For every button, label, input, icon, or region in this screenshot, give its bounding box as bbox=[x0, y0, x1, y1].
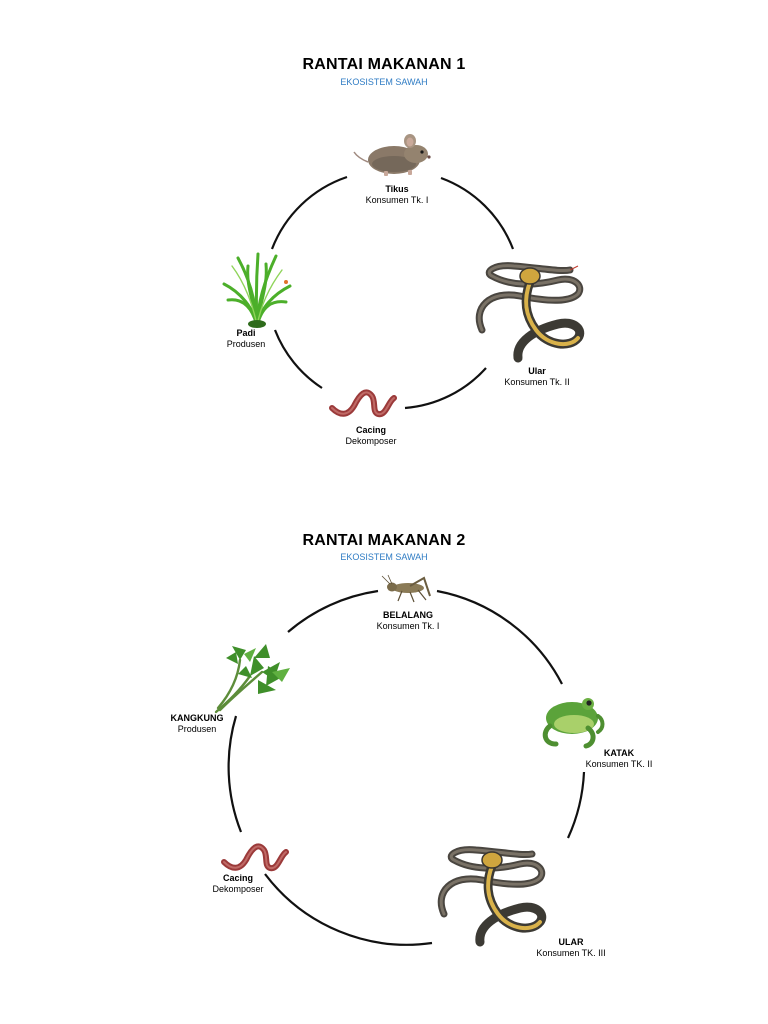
node-tikus: Tikus Konsumen Tk. I bbox=[352, 184, 442, 206]
node-label: ULAR bbox=[558, 937, 584, 947]
node-cacing: Cacing Dekomposer bbox=[326, 425, 416, 447]
arc-belalang-katak bbox=[436, 589, 563, 685]
arc-kangkung-belalang bbox=[287, 589, 379, 633]
worm-icon bbox=[221, 843, 289, 872]
node-role: Konsumen Tk. I bbox=[376, 621, 440, 631]
node-role: Dekomposer bbox=[212, 884, 264, 894]
arc-padi-tikus bbox=[270, 175, 348, 250]
grasshopper-icon bbox=[381, 574, 431, 603]
node-label: KANGKUNG bbox=[170, 713, 224, 723]
node-label: Padi bbox=[236, 328, 256, 338]
frog-icon bbox=[542, 698, 605, 749]
node-belalang: BELALANG Konsumen Tk. I bbox=[363, 610, 453, 632]
diagram1-title: RANTAI MAKANAN 1 bbox=[302, 56, 466, 73]
arc-ular-cacing bbox=[264, 873, 433, 946]
water-spinach-icon bbox=[214, 644, 290, 714]
worm-icon bbox=[329, 389, 397, 418]
node-kangkung: KANGKUNG Produsen bbox=[152, 713, 242, 735]
node-label: KATAK bbox=[603, 748, 635, 758]
diagram2-title: RANTAI MAKANAN 2 bbox=[302, 532, 466, 549]
cobra-icon bbox=[437, 846, 547, 947]
node-cacing: Cacing Dekomposer bbox=[193, 873, 283, 895]
node-role: Produsen bbox=[177, 724, 217, 734]
diagram2-subtitle: EKOSISTEM SAWAH bbox=[340, 552, 428, 562]
arc-cacing-kangkung bbox=[227, 715, 243, 833]
node-role: Dekomposer bbox=[345, 436, 397, 446]
diagram1-subtitle: EKOSISTEM SAWAH bbox=[340, 77, 428, 87]
node-role: Konsumen Tk. II bbox=[504, 377, 570, 387]
node-ular: Ular Konsumen Tk. II bbox=[492, 366, 582, 388]
arc-tikus-ular bbox=[440, 176, 515, 250]
rice-plant-icon bbox=[222, 252, 292, 328]
node-label: BELALANG bbox=[383, 610, 433, 620]
arc-katak-ular bbox=[566, 771, 586, 839]
node-label: Ular bbox=[528, 366, 546, 376]
node-role: Konsumen TK. III bbox=[536, 948, 606, 958]
node-padi: Padi Produsen bbox=[206, 328, 286, 350]
arc-ular-cacing bbox=[404, 367, 487, 410]
node-ular: ULAR Konsumen TK. III bbox=[526, 937, 616, 959]
arc-cacing-padi bbox=[273, 329, 323, 389]
mouse-icon bbox=[353, 134, 431, 176]
node-label: Cacing bbox=[222, 873, 253, 883]
node-role: Konsumen TK. II bbox=[585, 759, 653, 769]
node-role: Produsen bbox=[226, 339, 266, 349]
cobra-icon bbox=[475, 262, 585, 363]
node-role: Konsumen Tk. I bbox=[365, 195, 429, 205]
node-katak: KATAK Konsumen TK. II bbox=[574, 748, 664, 770]
node-label: Cacing bbox=[355, 425, 386, 435]
node-label: Tikus bbox=[385, 184, 409, 194]
